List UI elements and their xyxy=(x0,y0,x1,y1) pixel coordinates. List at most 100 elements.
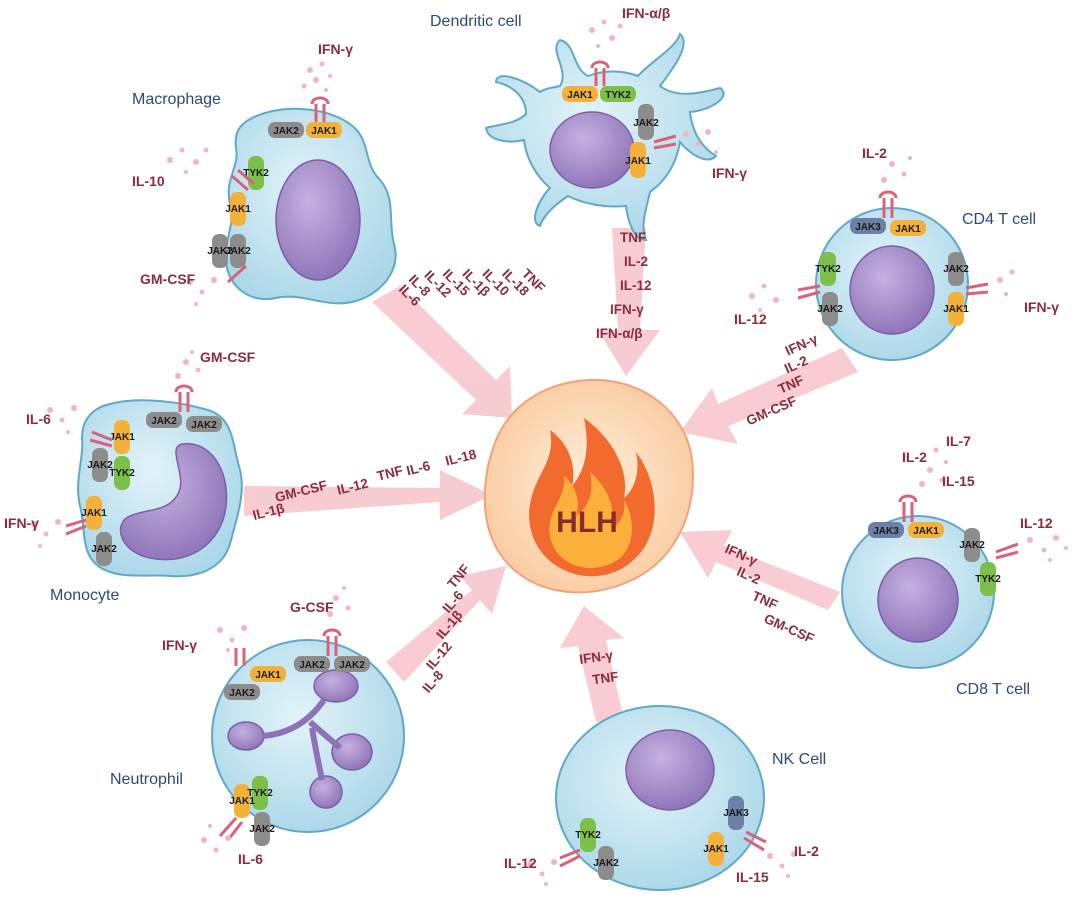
jak-label: TYK2 xyxy=(975,574,1001,585)
flame-icon xyxy=(529,418,655,577)
cell-title-neutrophil: Neutrophil xyxy=(110,771,183,788)
jak-pill xyxy=(728,796,744,830)
secreted-label: IL-2 xyxy=(624,254,648,269)
arrow-cd8 xyxy=(680,530,840,610)
arrow-nk xyxy=(560,606,624,722)
jak-label: TYK2 xyxy=(575,830,601,841)
cytokine-label: IFN-α/β xyxy=(622,5,671,21)
jak-pill xyxy=(114,456,130,490)
jak-pill xyxy=(224,684,260,700)
cytokine-label: G-CSF xyxy=(290,599,334,615)
arrow-monocyte xyxy=(244,470,492,520)
secreted-label: TNF xyxy=(591,669,619,688)
cytokine-label: IL-15 xyxy=(736,869,769,885)
jak-label: JAK3 xyxy=(855,222,881,233)
cell-title-monocyte: Monocyte xyxy=(50,587,119,604)
jak-label: JAK2 xyxy=(207,246,233,257)
cytokine-label: IL-2 xyxy=(902,449,927,465)
monocyte-nucleus xyxy=(119,442,228,561)
cytokine-label: IFN-γ xyxy=(318,41,353,57)
cytokine-dots xyxy=(749,156,1015,312)
jak-pill xyxy=(230,192,246,226)
jak-pill xyxy=(562,86,598,102)
jak-label: JAK2 xyxy=(191,420,217,431)
jak-label: JAK2 xyxy=(943,264,969,275)
jak-pill xyxy=(334,656,370,672)
jak-pill xyxy=(252,776,268,810)
jak-label: JAK1 xyxy=(895,224,921,235)
jak-label: TYK2 xyxy=(247,788,273,799)
jak-pill xyxy=(598,846,614,880)
receptor-icon xyxy=(218,628,342,841)
jak-pill xyxy=(250,666,286,682)
jak-pill xyxy=(890,220,926,236)
jak-pill xyxy=(114,420,130,454)
jak-label: JAK2 xyxy=(225,246,251,257)
jak-label: JAK2 xyxy=(339,660,365,671)
receptor-icon xyxy=(227,96,330,284)
hlh-label: HLH xyxy=(556,506,618,539)
cell-title-cd8: CD8 T cell xyxy=(956,681,1030,698)
secreted-monocyte: IL-1β GM-CSF IL-12 TNF IL-6 IL-18 xyxy=(251,446,478,523)
jak-label: JAK2 xyxy=(249,824,275,835)
hlh-center: HLH xyxy=(483,378,694,594)
cytokine-label: IL-2 xyxy=(862,145,887,161)
cd4-nucleus xyxy=(849,245,935,335)
secreted-label: IL-6 xyxy=(405,458,432,478)
jak-label: JAK2 xyxy=(593,858,619,869)
monocyte-cell: JAK2 JAK2 JAK1 JAK2 TYK2 JAK1 JAK2 Monoc… xyxy=(4,349,256,604)
jak-label: JAK2 xyxy=(633,118,659,129)
jak-label: JAK1 xyxy=(311,126,337,137)
nk-cell: TYK2 JAK2 JAK3 JAK1 NK Cell IL-12 IL-2 I… xyxy=(504,705,826,891)
jak-label: TYK2 xyxy=(243,168,269,179)
jak-pill xyxy=(186,416,222,432)
jak-pill xyxy=(850,218,886,234)
jak-label: TYK2 xyxy=(605,90,631,101)
nk-nucleus xyxy=(625,729,715,811)
jak-pill xyxy=(948,252,964,286)
jak-pill xyxy=(948,292,964,326)
jak-label: JAK1 xyxy=(625,156,651,167)
jak-label: TYK2 xyxy=(109,468,135,479)
jak-pill xyxy=(254,812,270,846)
dendritic-nucleus xyxy=(549,111,635,189)
secreted-dendritic: TNF IL-2 IL-12 IFN-γ IFN-α/β xyxy=(596,230,652,341)
jak-pill xyxy=(708,832,724,866)
arrow-dendritic xyxy=(598,228,660,376)
jak-pill xyxy=(86,496,102,530)
nk-jaks: TYK2 JAK2 JAK3 JAK1 xyxy=(575,796,749,880)
cd8-jaks: JAK3 JAK1 JAK2 TYK2 xyxy=(868,522,1001,596)
cell-title-dendritic: Dendritic cell xyxy=(430,13,522,30)
jak-pill xyxy=(638,104,654,140)
secreted-macrophage: IL-6 IL-8 IL-12 IL-15 IL-1β IL-10 IL-18 … xyxy=(396,266,548,309)
macrophage-jaks: JAK2 JAK1 JAK1 TYK2 JAK2 JAK2 xyxy=(207,122,342,268)
cytokine-label: IFN-γ xyxy=(1024,299,1059,315)
receptor-icon xyxy=(898,494,1019,560)
jak-label: JAK2 xyxy=(817,304,843,315)
neutrophil-jaks: JAK1 JAK2 JAK2 JAK2 JAK1 TYK2 JAK2 xyxy=(224,656,370,846)
cytokine-label: GM-CSF xyxy=(200,349,256,365)
jak-label: JAK1 xyxy=(81,508,107,519)
cytokine-label: IL-12 xyxy=(1020,515,1053,531)
cytokine-dots xyxy=(31,350,201,548)
jak-label: JAK1 xyxy=(703,844,729,855)
jak-label: JAK2 xyxy=(299,660,325,671)
cytokine-label: IFN-γ xyxy=(162,637,197,653)
monocyte-jaks: JAK2 JAK2 JAK1 JAK2 TYK2 JAK1 JAK2 xyxy=(81,412,222,566)
jak-pill xyxy=(234,784,250,818)
cytokine-dots xyxy=(527,851,797,886)
jak-label: JAK2 xyxy=(91,544,117,555)
secreted-label: GM-CSF xyxy=(762,611,817,646)
cd8-cell: JAK3 JAK1 JAK2 TYK2 CD8 T cell IL-2 IL-7… xyxy=(841,433,1068,698)
jak-pill xyxy=(630,142,646,178)
jak-pill xyxy=(212,234,228,268)
jak-pill xyxy=(600,86,636,102)
secreted-label: IFN-γ xyxy=(610,302,644,317)
neutrophil-nucleus xyxy=(227,669,373,809)
jak-label: JAK2 xyxy=(229,688,255,699)
dendritic-cell: JAK1 TYK2 JAK2 JAK1 Dendritic cell IFN-α… xyxy=(430,5,747,242)
jak-label: JAK1 xyxy=(255,670,281,681)
secreted-nk: IFN-γ TNF xyxy=(578,647,619,688)
cytokine-label: IL-6 xyxy=(26,411,51,427)
jak-pill xyxy=(820,252,836,286)
